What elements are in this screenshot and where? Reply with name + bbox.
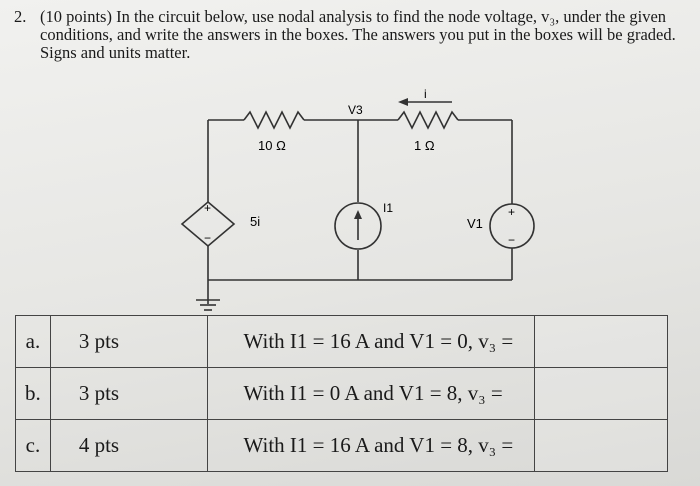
r1-label: 10 Ω bbox=[258, 138, 286, 153]
row-condition: With I1 = 0 A and V1 = 8, v₃ = bbox=[206, 367, 535, 420]
problem-text: (10 points) In the circuit below, use no… bbox=[40, 7, 676, 62]
row-points: 3 pts bbox=[49, 367, 208, 420]
row-condition: With I1 = 16 A and V1 = 8, v₃ = bbox=[206, 419, 535, 472]
row-letter: c. bbox=[15, 419, 51, 472]
i1-arrow-up-icon bbox=[354, 210, 362, 219]
dep-plus-sign: + bbox=[204, 201, 211, 215]
dep-source-label: 5i bbox=[250, 214, 260, 229]
answer-row-b: b. 3 pts With I1 = 0 A and V1 = 8, v₃ = bbox=[15, 367, 669, 420]
problem-statement: 2. (10 points) In the circuit below, use… bbox=[14, 7, 678, 62]
answer-row-c: c. 4 pts With I1 = 16 A and V1 = 8, v₃ = bbox=[15, 419, 669, 472]
answer-box-b[interactable] bbox=[533, 367, 669, 420]
row-letter: b. bbox=[15, 367, 51, 420]
i1-label: I1 bbox=[383, 201, 393, 215]
current-source-i1 bbox=[334, 202, 382, 250]
dep-minus-sign: − bbox=[204, 231, 211, 245]
v1-label: V1 bbox=[467, 216, 483, 231]
row-points: 3 pts bbox=[49, 315, 208, 368]
node-label: V3 bbox=[348, 103, 363, 117]
resistor-10ohm bbox=[243, 110, 305, 130]
current-label: i bbox=[424, 87, 427, 101]
row-letter: a. bbox=[15, 315, 51, 368]
answer-row-a: a. 3 pts With I1 = 16 A and V1 = 0, v₃ = bbox=[15, 315, 669, 368]
current-arrow-head bbox=[398, 98, 408, 106]
row-points: 4 pts bbox=[49, 419, 208, 472]
circuit-diagram: 10 Ω 1 Ω V3 i 5i + − I1 V1 + − bbox=[180, 87, 535, 311]
answer-box-a[interactable] bbox=[533, 315, 669, 368]
row-condition: With I1 = 16 A and V1 = 0, v₃ = bbox=[206, 315, 535, 368]
v1-plus-sign: + bbox=[508, 205, 515, 219]
answers-table: a. 3 pts With I1 = 16 A and V1 = 0, v₃ =… bbox=[15, 315, 669, 472]
answer-box-c[interactable] bbox=[533, 419, 669, 472]
problem-number: 2. bbox=[14, 7, 27, 26]
resistor-1ohm bbox=[397, 110, 459, 130]
v1-minus-sign: − bbox=[508, 233, 515, 247]
r2-label: 1 Ω bbox=[414, 138, 435, 153]
